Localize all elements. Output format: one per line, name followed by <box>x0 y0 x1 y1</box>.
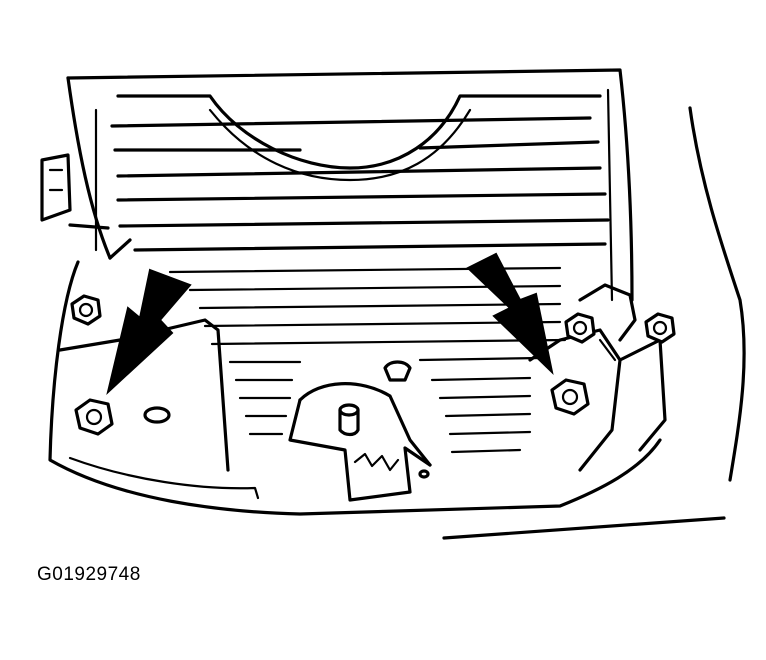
bolt-right-upper <box>564 312 596 344</box>
arrow-down-right-icon <box>466 252 554 375</box>
mounting-plate <box>48 260 667 516</box>
cooling-fins <box>110 116 610 454</box>
center-mount <box>288 360 432 502</box>
bolt-top-left <box>70 294 102 326</box>
bolt-far-right <box>644 312 676 344</box>
left-bracket <box>40 153 110 230</box>
arrow-down-left-icon <box>106 268 192 395</box>
figure-id-label: G01929748 <box>37 564 141 585</box>
cover-recess <box>116 94 602 182</box>
ground-line <box>442 516 726 540</box>
right-components <box>578 106 746 482</box>
bolt-right <box>550 378 590 416</box>
bolt-left <box>74 398 114 436</box>
upper-housing <box>66 68 634 302</box>
